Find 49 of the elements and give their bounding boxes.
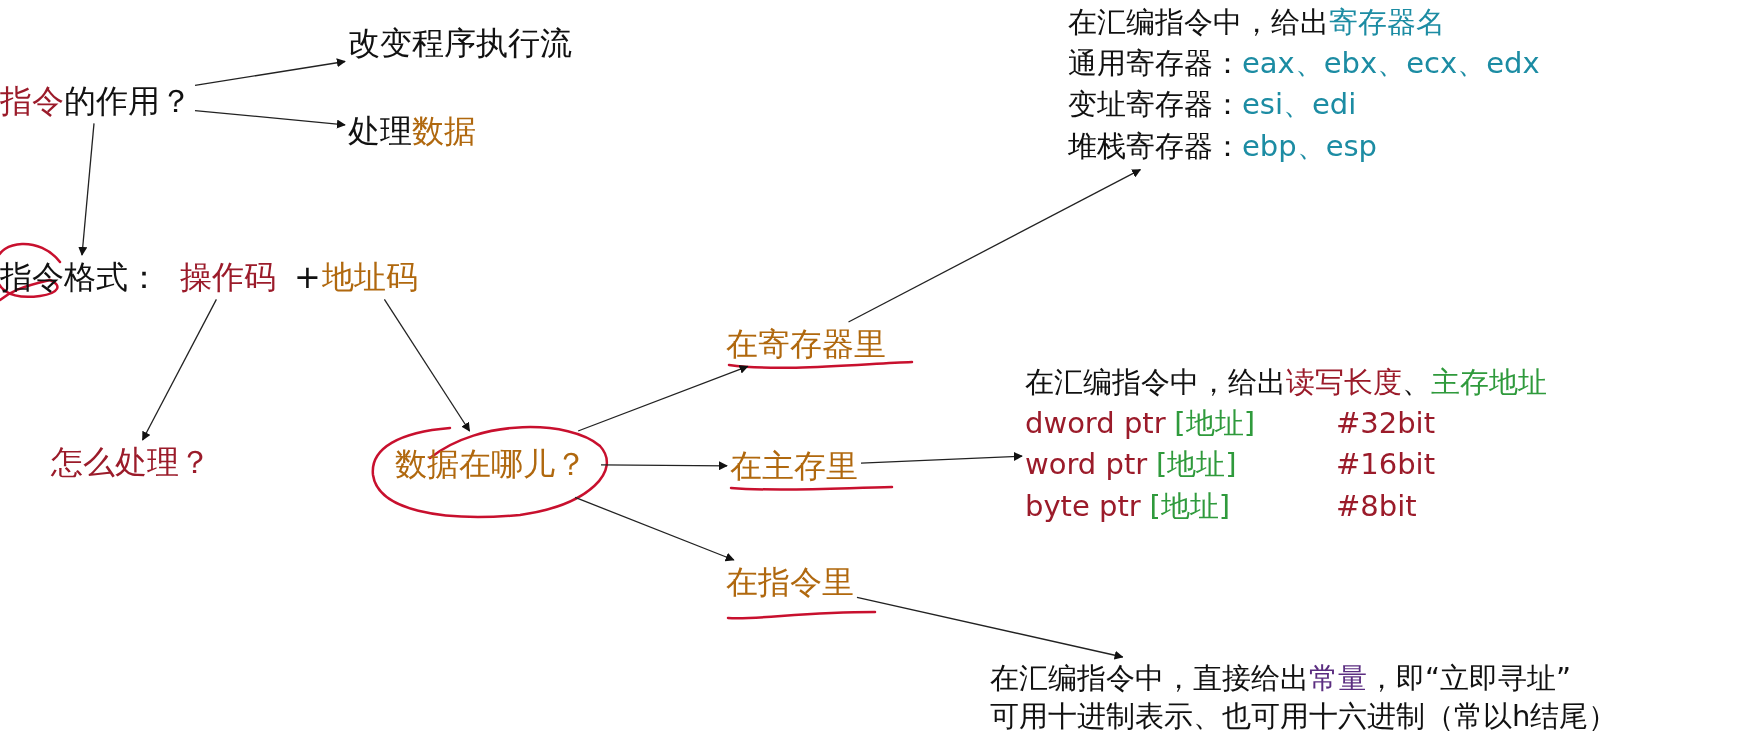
arrow — [383, 298, 471, 432]
note-text: #16bit — [1336, 447, 1436, 482]
note-text: [地址] — [1149, 488, 1231, 523]
note-text: [地址] — [1174, 406, 1255, 441]
arrow — [574, 496, 735, 562]
effect-text: 处理 — [348, 112, 412, 150]
address-code-text: 地址码 — [322, 258, 418, 297]
arrow — [847, 169, 1142, 323]
note-text: 可用十进制表示、也可用十六进制（常以h结尾） — [990, 698, 1618, 733]
opcode-text: 操作码 — [180, 258, 276, 297]
location-text: 在指令里 — [726, 563, 854, 602]
note-text: esi、edi — [1242, 87, 1357, 122]
note-text: 变址寄存器： — [1068, 87, 1242, 122]
note-text: [地址] — [1155, 447, 1237, 482]
note-text: ，即“立即寻址” — [1367, 661, 1572, 695]
arrow — [856, 596, 1124, 660]
location-text: 在寄存器里 — [726, 325, 886, 364]
arrow — [600, 461, 728, 471]
note-text: 通用寄存器： — [1068, 46, 1242, 81]
note-text: 在汇编指令中，给出 — [1025, 365, 1286, 399]
note-text: 读写长度 — [1286, 365, 1402, 399]
arrow — [78, 122, 95, 256]
plus-sign: + — [294, 258, 321, 297]
question-text: 指令 — [0, 82, 64, 120]
note-text: 常量 — [1309, 661, 1367, 695]
arrow — [860, 451, 1023, 464]
effect-text: 改变程序执行流 — [348, 24, 572, 63]
note-text: 主存地址 — [1431, 365, 1547, 399]
note-text: 、 — [1402, 365, 1431, 399]
note-text: word ptr — [1025, 447, 1148, 482]
note-text: eax、ebx、ecx、edx — [1242, 46, 1540, 81]
effect-text: 数据 — [412, 112, 476, 150]
note-text: dword ptr — [1025, 406, 1166, 441]
question-text: 怎么处理？ — [51, 443, 211, 482]
location-text: 在主存里 — [730, 447, 858, 486]
note-text: 在汇编指令中，给出 — [1068, 5, 1329, 39]
note-text: ebp、esp — [1242, 128, 1378, 163]
arrow — [194, 109, 346, 129]
question-text: 数据在哪儿？ — [395, 445, 587, 484]
arrow — [194, 58, 346, 87]
note-text: #8bit — [1336, 488, 1417, 523]
note-text: #32bit — [1336, 406, 1436, 441]
question-text: 的作用？ — [64, 82, 192, 120]
arrow — [141, 298, 218, 441]
arrow — [577, 365, 749, 432]
note-text: byte ptr — [1025, 488, 1141, 523]
note-text: 堆栈寄存器： — [1068, 128, 1242, 163]
note-text: 在汇编指令中，直接给出 — [990, 661, 1309, 695]
note-text: 寄存器名 — [1329, 5, 1445, 39]
